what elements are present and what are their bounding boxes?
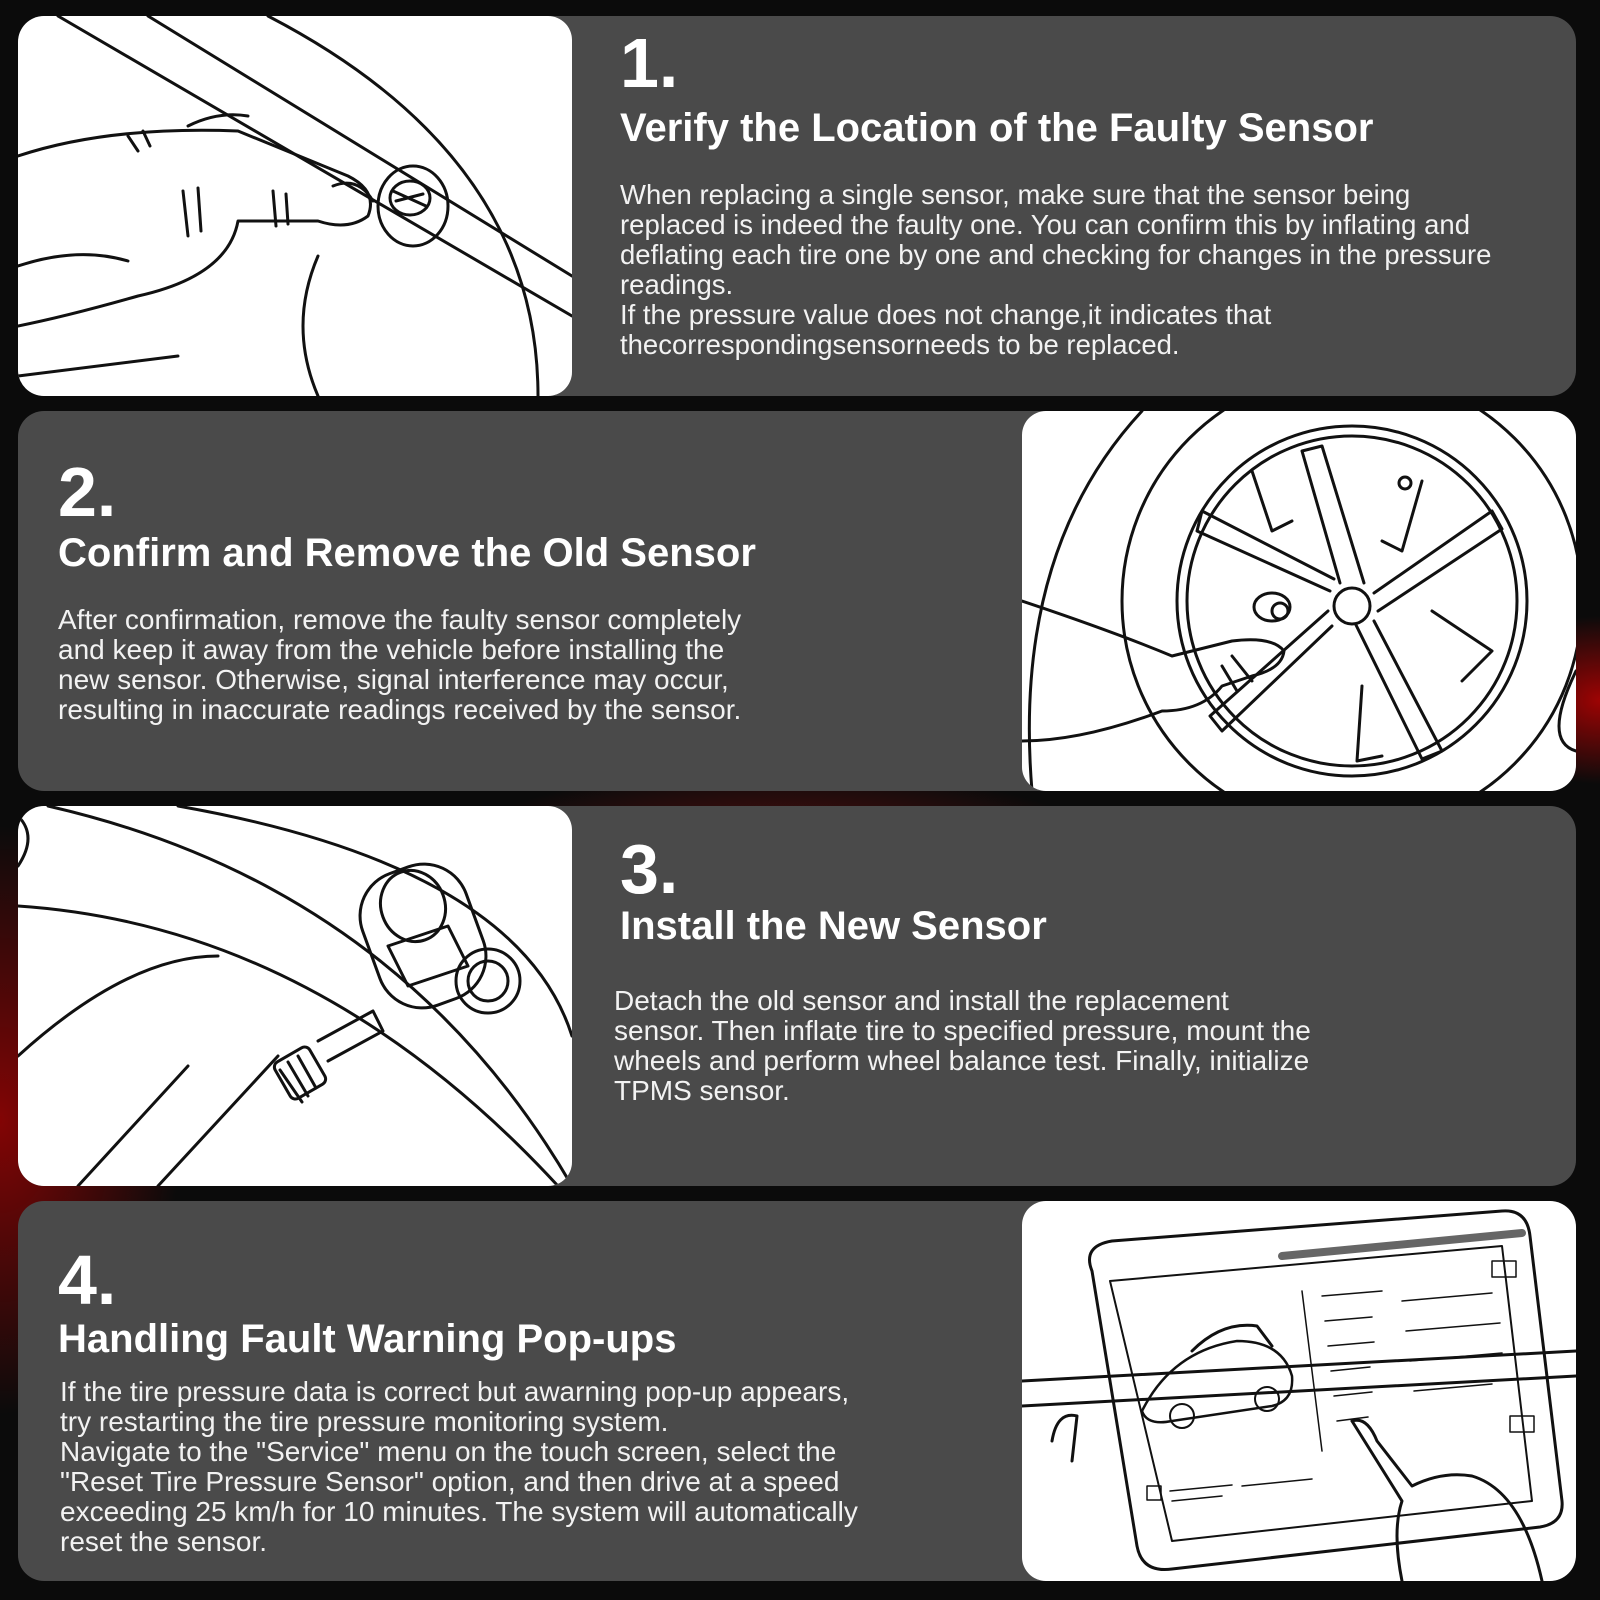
tpms-sensor-on-rim-illustration	[18, 806, 572, 1186]
hand-removing-sensor-from-wheel-illustration	[1022, 411, 1576, 791]
step-3-text: 3. Install the New Sensor Detach the old…	[614, 806, 1562, 1186]
touchscreen-service-menu-illustration	[1022, 1201, 1576, 1581]
step-title: Install the New Sensor	[620, 904, 1047, 948]
step-number: 1.	[620, 24, 679, 102]
step-title: Verify the Location of the Faulty Sensor	[620, 106, 1374, 150]
finger-on-valve-illustration	[18, 16, 572, 396]
step-description: When replacing a single sensor, make sur…	[620, 179, 1492, 360]
step-4-text: 4. Handling Fault Warning Pop-ups If the…	[58, 1201, 958, 1581]
step-4-panel: 4. Handling Fault Warning Pop-ups If the…	[18, 1201, 1576, 1581]
step-title: Confirm and Remove the Old Sensor	[58, 531, 756, 575]
step-3-panel: 3. Install the New Sensor Detach the old…	[18, 806, 1576, 1186]
step-description: After confirmation, remove the faulty se…	[58, 604, 742, 725]
step-number: 2.	[58, 453, 117, 531]
step-number: 4.	[58, 1241, 117, 1319]
step-description: If the tire pressure data is correct but…	[60, 1376, 858, 1557]
step-description: Detach the old sensor and install the re…	[614, 985, 1311, 1106]
step-title: Handling Fault Warning Pop-ups	[58, 1317, 677, 1361]
step-1-panel: 1. Verify the Location of the Faulty Sen…	[18, 16, 1576, 396]
step-number: 3.	[620, 830, 679, 908]
step-2-text: 2. Confirm and Remove the Old Sensor Aft…	[58, 411, 958, 791]
step-1-text: 1. Verify the Location of the Faulty Sen…	[620, 16, 1562, 396]
step-2-panel: 2. Confirm and Remove the Old Sensor Aft…	[18, 411, 1576, 791]
